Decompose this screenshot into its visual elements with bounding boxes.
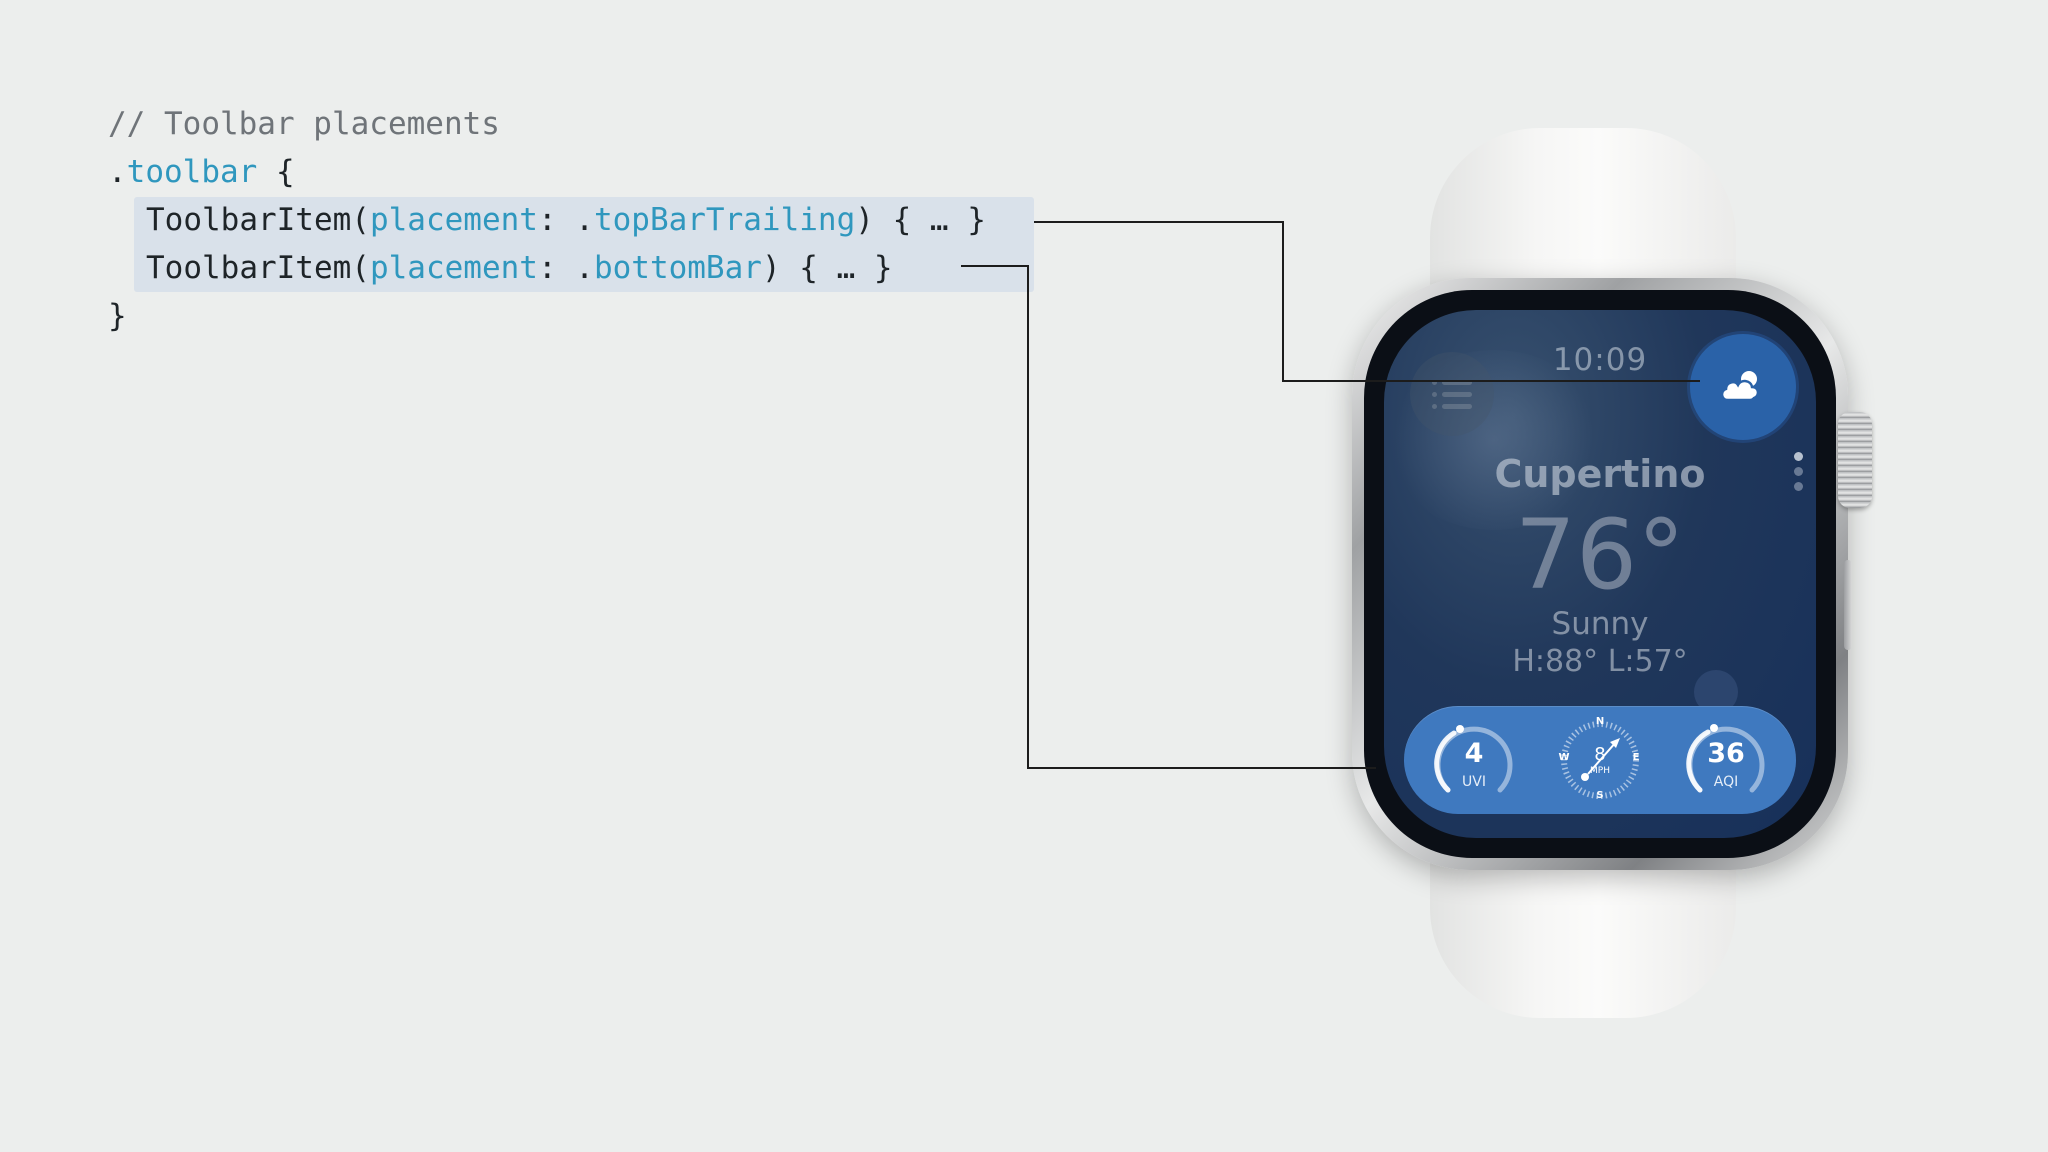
code-item-tail: ) { … } xyxy=(761,250,893,286)
code-comment: // Toolbar placements xyxy=(108,106,500,142)
code-item-value: bottomBar xyxy=(593,250,762,286)
uvi-gauge-icon xyxy=(1434,725,1513,793)
uvi-value: 4 xyxy=(1464,738,1484,769)
bottom-bar[interactable]: 4 UVI N E S W 8 MPH xyxy=(1404,706,1796,814)
code-item-name: ToolbarItem( xyxy=(146,250,370,286)
aqi-gauge-icon xyxy=(1686,724,1765,793)
code-item-value: topBarTrailing xyxy=(593,202,856,238)
code-highlight xyxy=(134,197,1034,292)
digital-crown[interactable] xyxy=(1838,412,1872,508)
aqi-label: AQI xyxy=(1713,774,1739,790)
compass-w: W xyxy=(1558,752,1570,763)
code-dot: . xyxy=(108,154,127,190)
code-item-param: placement xyxy=(369,202,538,238)
code-item-tail: ) { … } xyxy=(855,202,986,238)
wind-speed: 8 xyxy=(1594,744,1606,765)
compass-e: E xyxy=(1632,752,1640,763)
uvi-label: UVI xyxy=(1462,774,1486,790)
code-toolbar-keyword: toolbar xyxy=(126,154,258,190)
compass-s: S xyxy=(1596,790,1604,801)
code-item-name: ToolbarItem( xyxy=(146,202,370,238)
code-line-top-bar-trailing: ToolbarItem(placement: .topBarTrailing) … xyxy=(146,196,986,244)
weather-condition: Sunny xyxy=(1551,606,1649,642)
connector-bottom-bar xyxy=(961,265,1376,769)
aqi-complication[interactable]: 36 AQI xyxy=(1678,712,1774,808)
city-name: Cupertino xyxy=(1494,452,1706,496)
high-low-temperature: H:88° L:57° xyxy=(1512,644,1688,679)
aqi-value: 36 xyxy=(1707,738,1745,769)
uvi-complication[interactable]: 4 UVI xyxy=(1426,712,1522,808)
code-closing-brace: } xyxy=(108,298,127,334)
side-button[interactable] xyxy=(1844,560,1852,650)
code-item-colon: : . xyxy=(537,202,594,238)
code-open-brace: { xyxy=(257,154,295,190)
code-item-colon: : . xyxy=(537,250,594,286)
current-temperature: 76° xyxy=(1514,499,1686,611)
compass-n: N xyxy=(1595,716,1605,727)
top-bar-trailing-button[interactable] xyxy=(1690,334,1796,440)
watch-screen: 10:09 Cupertino 76° Sunny H:88° L:57° xyxy=(1384,310,1816,838)
wind-complication[interactable]: N E S W 8 MPH xyxy=(1552,712,1648,808)
code-line-toolbar: .toolbar { xyxy=(108,148,295,196)
page-indicator xyxy=(1794,452,1803,491)
wind-unit: MPH xyxy=(1590,766,1610,776)
cloud-sun-icon xyxy=(1720,371,1760,402)
code-item-param: placement xyxy=(369,250,538,286)
code-line-bottom-bar: ToolbarItem(placement: .bottomBar) { … } xyxy=(146,244,893,292)
wind-compass-icon xyxy=(1561,721,1639,799)
